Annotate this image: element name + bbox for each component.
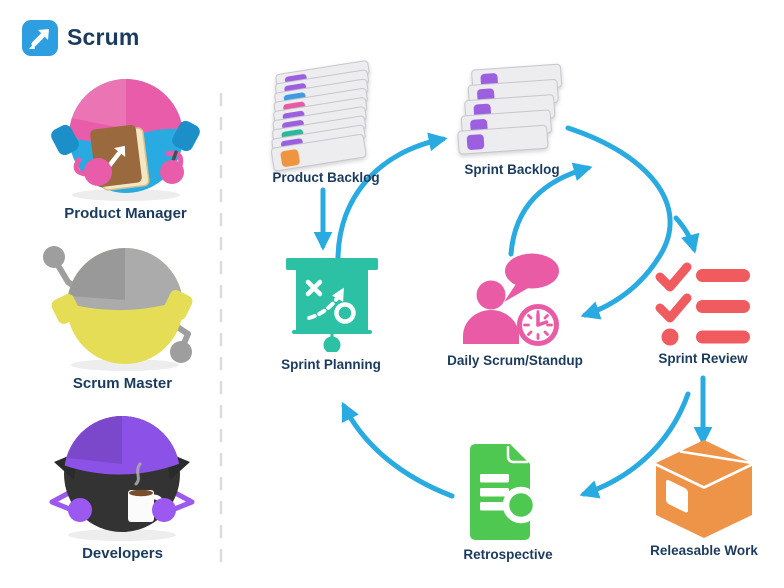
role-label: Developers <box>82 545 163 562</box>
left-hand <box>84 158 112 186</box>
right-hand <box>152 498 176 522</box>
node-label: Sprint Review <box>658 351 748 366</box>
scrum-master-character-icon <box>43 246 193 371</box>
role-product-manager: Product Manager <box>38 74 213 222</box>
presentation-board-icon <box>286 258 378 352</box>
node-label: Product Backlog <box>272 170 380 185</box>
node-label: Releasable Work <box>650 543 758 558</box>
magnifier-icon <box>502 486 551 535</box>
box-right-face <box>704 466 752 538</box>
edge-daily-scrum-to-sprint-backlog <box>508 162 593 257</box>
shadow <box>72 189 180 201</box>
product-manager-character-icon <box>51 79 200 201</box>
right-hand <box>160 160 184 184</box>
text-lines <box>480 474 509 511</box>
speech-bubble-icon <box>504 253 559 302</box>
shadow <box>68 529 176 541</box>
role-label: Scrum Master <box>72 375 173 392</box>
node-sprint-planning: Sprint Planning <box>281 252 381 372</box>
node-retrospective: Retrospective <box>458 442 558 562</box>
left-hand <box>68 498 92 522</box>
developers-character-icon <box>49 416 195 541</box>
pull-cord <box>323 336 341 352</box>
role-label: Product Manager <box>64 205 187 222</box>
strategy-play-diagram <box>305 279 356 324</box>
node-releasable-work: Releasable Work <box>650 438 758 558</box>
standup-people-icon <box>463 253 559 346</box>
left-arm <box>73 156 87 177</box>
node-label: Sprint Planning <box>281 357 381 372</box>
checklist-icon <box>655 262 750 346</box>
person-head <box>476 280 506 310</box>
package-box-icon <box>656 440 753 538</box>
backlog-card <box>457 124 549 155</box>
node-label: Daily Scrum/Standup <box>447 353 583 368</box>
node-label: Sprint Backlog <box>464 162 560 177</box>
issue-label-pill <box>466 134 485 151</box>
shadow <box>71 359 179 371</box>
node-sprint-review: Sprint Review <box>655 260 751 366</box>
zenhub-logo-icon <box>22 20 58 56</box>
node-daily-scrum: Daily Scrum/Standup <box>447 250 583 368</box>
left-ear-flap <box>51 294 81 324</box>
node-sprint-backlog: Sprint Backlog <box>456 63 568 177</box>
right-ear-flap <box>172 120 200 152</box>
lid-crease <box>679 450 753 465</box>
coffee-mug-icon <box>128 462 164 522</box>
edge-daily-scrum-to-sprint-review <box>673 215 700 254</box>
shipping-label <box>666 479 688 513</box>
folded-corner <box>506 446 528 464</box>
product-backlog-icon <box>269 59 383 172</box>
page-title: Scrum <box>67 24 140 50</box>
node-label: Retrospective <box>463 547 553 562</box>
robot-cap <box>67 248 183 310</box>
role-developers: Developers <box>30 406 215 562</box>
left-ear-flap <box>51 124 79 156</box>
clock-icon <box>517 304 559 346</box>
node-product-backlog: Product Backlog <box>269 59 383 185</box>
edge-retrospective-to-sprint-planning <box>341 401 455 499</box>
document-search-icon <box>470 444 551 540</box>
robot-cap <box>64 416 180 475</box>
issue-label-pill <box>280 148 301 168</box>
sprint-backlog-icon <box>457 63 567 160</box>
right-ear-flap <box>163 290 193 320</box>
person-body <box>463 310 519 344</box>
role-scrum-master: Scrum Master <box>30 230 215 392</box>
